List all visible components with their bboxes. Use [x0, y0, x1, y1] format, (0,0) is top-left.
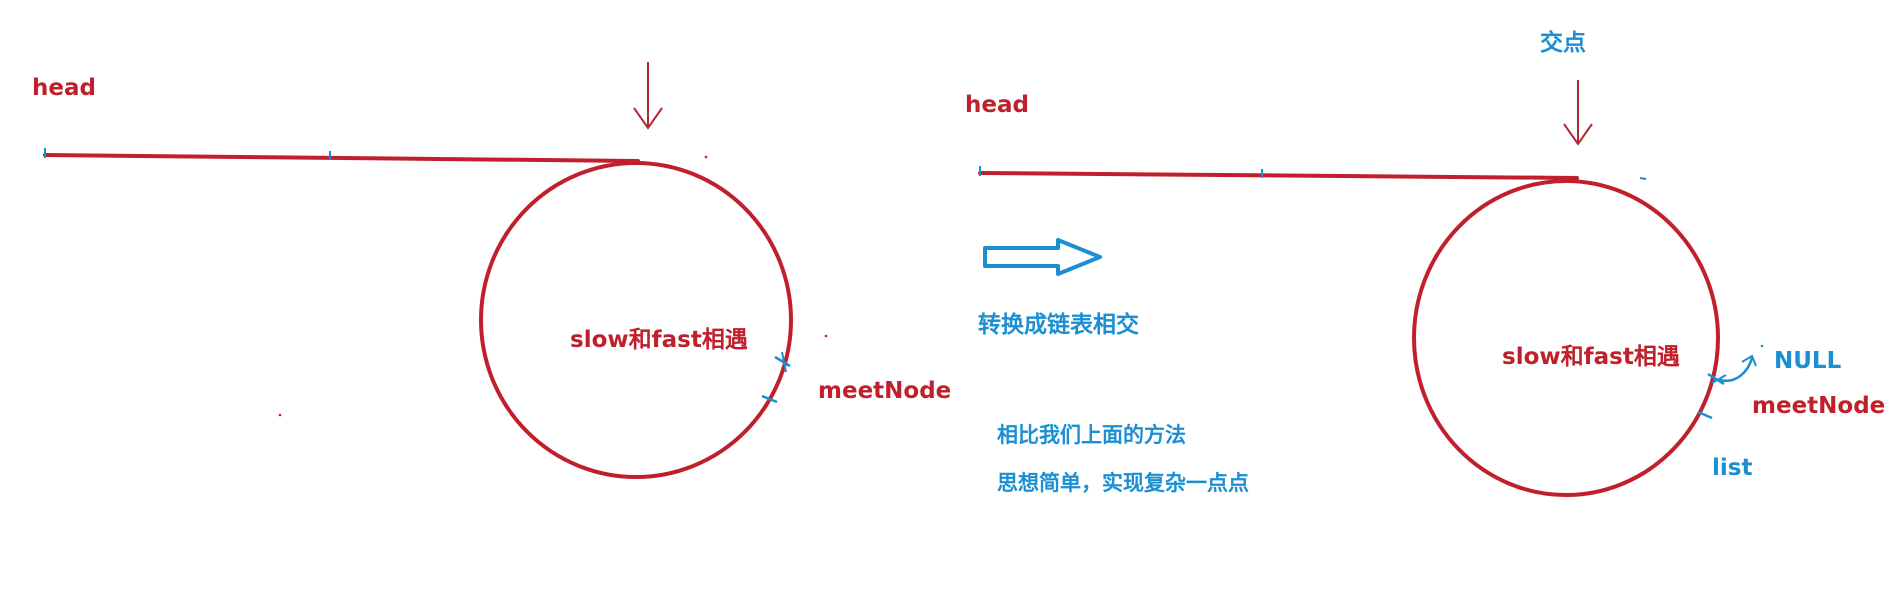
- left-dot-1: [704, 155, 708, 159]
- right-list-line: [978, 171, 1579, 180]
- left-entry-arrow: [633, 62, 663, 130]
- right-head-label: head: [965, 92, 1029, 118]
- left-cycle-circle: [479, 161, 793, 479]
- right-meetnode-label: meetNode: [1752, 393, 1885, 419]
- left-meet-text: slow和fast相遇: [570, 327, 748, 353]
- left-tick-below: [761, 394, 778, 404]
- right-meet-text: slow和fast相遇: [1502, 344, 1680, 370]
- left-dot-2: [824, 334, 828, 338]
- intersection-label: 交点: [1540, 29, 1586, 56]
- list-label: list: [1712, 455, 1752, 481]
- right-meet-tick2: [1711, 374, 1727, 384]
- note-line-2: 思想简单，实现复杂一点点: [997, 471, 1249, 495]
- null-label: NULL: [1774, 348, 1842, 374]
- left-meetnode-label: meetNode: [818, 378, 951, 404]
- right-cycle-circle: [1412, 179, 1720, 497]
- right-meet-tick: [1707, 372, 1725, 386]
- curved-arrow-to-null: [1719, 354, 1757, 383]
- right-list-tick: [1697, 410, 1713, 420]
- left-meet-tick: [774, 355, 791, 368]
- left-diagram: head slow和fast相遇 meetNode: [32, 62, 951, 479]
- note-line-1: 相比我们上面的方法: [997, 423, 1186, 447]
- arrow-caption: 转换成链表相交: [978, 311, 1139, 338]
- left-meet-tick2: [781, 351, 787, 373]
- left-list-line: [43, 153, 640, 163]
- left-dot-3: [278, 413, 282, 417]
- left-head-label: head: [32, 75, 96, 101]
- right-diagram: 交点 head slow和fast相遇 NULL meetNode list: [965, 29, 1885, 497]
- right-entry-arrow: [1563, 80, 1593, 146]
- right-dot-1: [1760, 344, 1764, 348]
- right-tick-after: [1639, 177, 1647, 180]
- transform-arrow: [983, 238, 1102, 276]
